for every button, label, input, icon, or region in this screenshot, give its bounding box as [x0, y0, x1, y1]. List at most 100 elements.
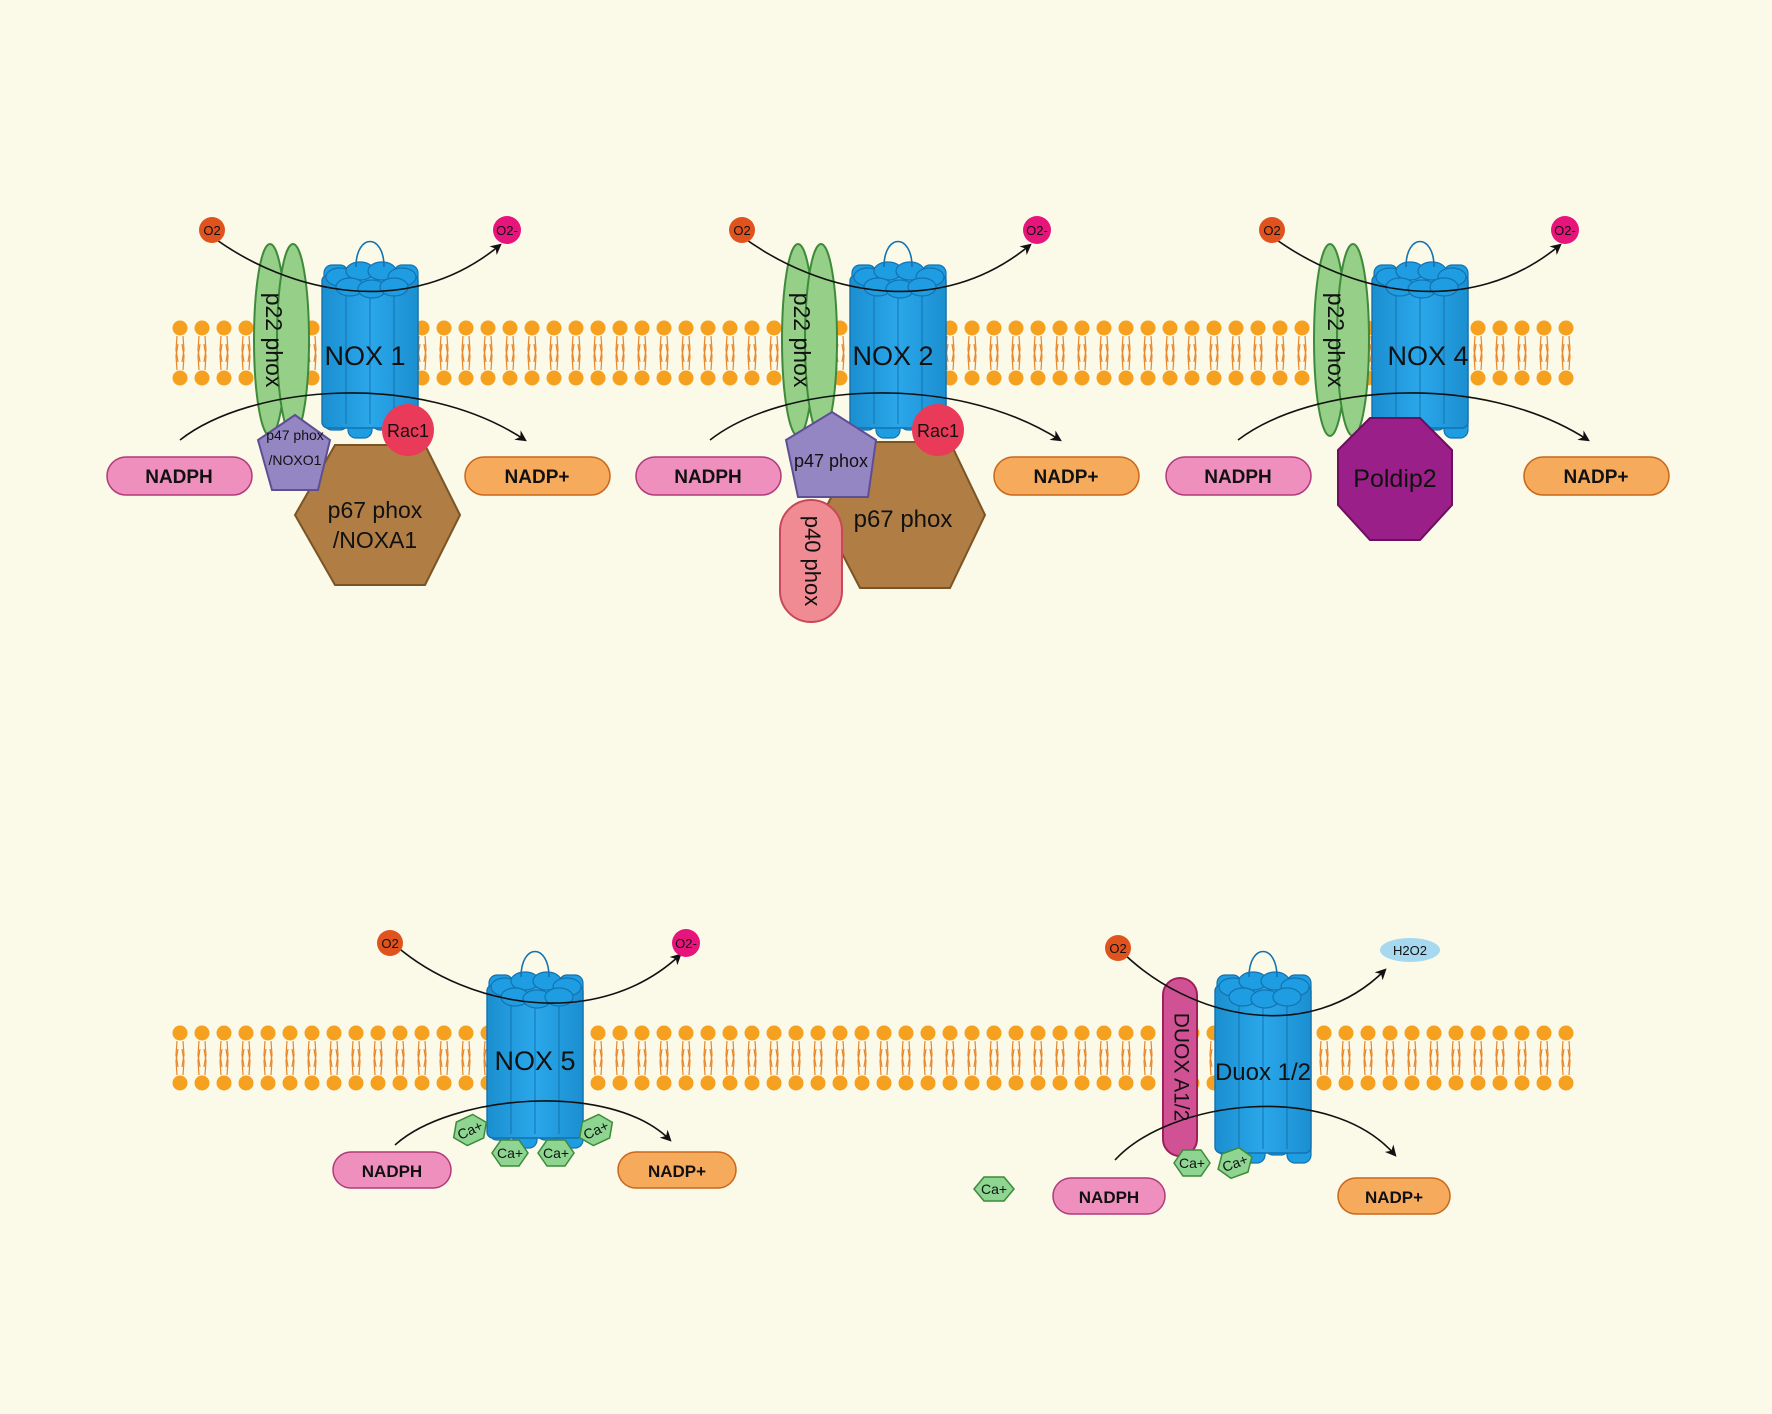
calcium-ion: Ca+ [491, 1139, 529, 1167]
nadp-pill [617, 1151, 737, 1189]
nadp-label: NADP+ [1034, 467, 1099, 488]
duoxa-subunit: DUOX A1/2 [1162, 977, 1198, 1157]
nadph-oxidation-arrow [179, 392, 527, 442]
o2-molecule [1105, 935, 1131, 961]
nadph-pill [635, 456, 782, 496]
svg-text:Ca+: Ca+ [497, 1145, 523, 1161]
superoxide-label: O2- [1026, 223, 1048, 238]
calcium-ion: Ca+ [1217, 1146, 1253, 1180]
superoxide-label: O2- [496, 223, 518, 238]
superoxide-molecule [493, 216, 521, 244]
nadph-oxidation-arrow [1114, 1105, 1397, 1161]
p67phox-label: p67 phox [854, 506, 953, 533]
nadp-label: NADP+ [1365, 1188, 1423, 1207]
duox-label: Duox 1/2 [1215, 1059, 1311, 1086]
nox2-protein [849, 240, 947, 439]
nox1-label: NOX 1 [324, 341, 405, 371]
o2-label: O2 [203, 223, 220, 238]
nadp-label: NADP+ [648, 1162, 706, 1181]
svg-text:Ca+: Ca+ [1179, 1155, 1205, 1171]
nadph-pill [1052, 1177, 1166, 1215]
p22phox-subunit: p22 phox [1313, 243, 1370, 437]
nox5-complex: Ca+ Ca+ Ca+ Ca+ NOX 5 O2 O2- NADPH NADP+ [332, 929, 737, 1189]
superoxide-arrow [394, 944, 682, 1004]
h2o2-label: H2O2 [1393, 943, 1427, 958]
p67phox-label-line1: p67 phox [328, 497, 423, 523]
nox1-protein [321, 240, 419, 439]
p22phox-label: p22 phox [261, 293, 287, 388]
o2-label: O2 [733, 223, 750, 238]
nox1-complex: p22 phox p67 phox /NOXA1 p47 phox /NOXO1… [106, 216, 611, 586]
p40phox-label: p40 phox [800, 516, 825, 607]
superoxide-molecule [1023, 216, 1051, 244]
nadph-label: NADPH [145, 467, 213, 488]
p22phox-label: p22 phox [1323, 293, 1349, 388]
nox4-protein [1371, 240, 1469, 439]
h2o2-molecule [1380, 938, 1440, 962]
p47phox-label-line1: p47 phox [266, 427, 324, 443]
nox5-label: NOX 5 [494, 1046, 575, 1076]
p47phox-subunit [784, 410, 878, 498]
o2-label: O2 [1109, 941, 1126, 956]
p40phox-subunit [779, 499, 843, 623]
o2-molecule [1259, 217, 1285, 243]
nadph-pill [106, 456, 253, 496]
nadp-label: NADP+ [1564, 467, 1629, 488]
superoxide-label: O2- [675, 936, 697, 951]
nadp-pill [1337, 1177, 1451, 1215]
calcium-ion: Ca+ [452, 1113, 488, 1147]
nadp-pill [993, 456, 1140, 496]
o2-molecule [377, 930, 403, 956]
superoxide-arrow [1269, 234, 1562, 293]
nadp-pill [1523, 456, 1670, 496]
nadph-oxidation-arrow [1237, 392, 1590, 442]
h2o2-arrow [1119, 949, 1387, 1017]
calcium-ion: Ca+ [1173, 1149, 1211, 1177]
p22phox-label: p22 phox [789, 293, 815, 388]
poldip2-subunit [1337, 417, 1453, 541]
o2-molecule [729, 217, 755, 243]
p47phox-noxo1-subunit [256, 413, 332, 491]
nadph-label: NADPH [674, 467, 742, 488]
superoxide-arrow [739, 234, 1032, 293]
duox-protein [1214, 950, 1312, 1164]
nadph-pill [332, 1151, 452, 1189]
free-calcium-ion: Ca+ [973, 1176, 1015, 1202]
nox2-complex: p22 phox NOX 2 O2 O2- p67 phox p40 phox p47 p… [635, 216, 1140, 623]
nadp-pill [464, 456, 611, 496]
rac1-subunit [382, 404, 434, 456]
calcium-ion: Ca+ [537, 1139, 575, 1167]
nox5-protein [486, 950, 584, 1149]
p22phox-subunit: p22 phox [253, 243, 310, 437]
nox2-label: NOX 2 [852, 341, 933, 371]
nadph-pill [1165, 456, 1312, 496]
duox-complex: DUOX A1/2 Ca+ Ca+ Ca+ Duox 1/2 O2 H2O2NADP… [973, 935, 1451, 1215]
calcium-ion: Ca+ [578, 1113, 614, 1147]
superoxide-molecule [1551, 216, 1579, 244]
p47phox-label: p47 phox [794, 451, 868, 471]
nadph-oxidation-arrow [394, 1100, 672, 1146]
nadph-label: NADPH [1079, 1188, 1139, 1207]
duoxa-label: DUOX A1/2 [1169, 1013, 1192, 1122]
p47phox-label-line2: /NOXO1 [269, 452, 322, 468]
rac1-subunit [912, 404, 964, 456]
nadp-label: NADP+ [505, 467, 570, 488]
rac1-label: Rac1 [387, 421, 429, 441]
nox4-label: NOX 4 [1387, 341, 1468, 371]
nadph-label: NADPH [362, 1162, 422, 1181]
superoxide-label: O2- [1554, 223, 1576, 238]
p67phox-label-line2: /NOXA1 [333, 527, 417, 553]
poldip2-label: Poldip2 [1353, 465, 1436, 493]
o2-molecule [199, 217, 225, 243]
superoxide-arrow [209, 234, 502, 293]
o2-label: O2 [1263, 223, 1280, 238]
p22phox-subunit: p22 phox [781, 243, 838, 437]
svg-text:Ca+: Ca+ [981, 1181, 1007, 1197]
nadph-oxidation-arrow [709, 392, 1062, 442]
rac1-label: Rac1 [917, 421, 959, 441]
superoxide-molecule [672, 929, 700, 957]
o2-label: O2 [381, 936, 398, 951]
